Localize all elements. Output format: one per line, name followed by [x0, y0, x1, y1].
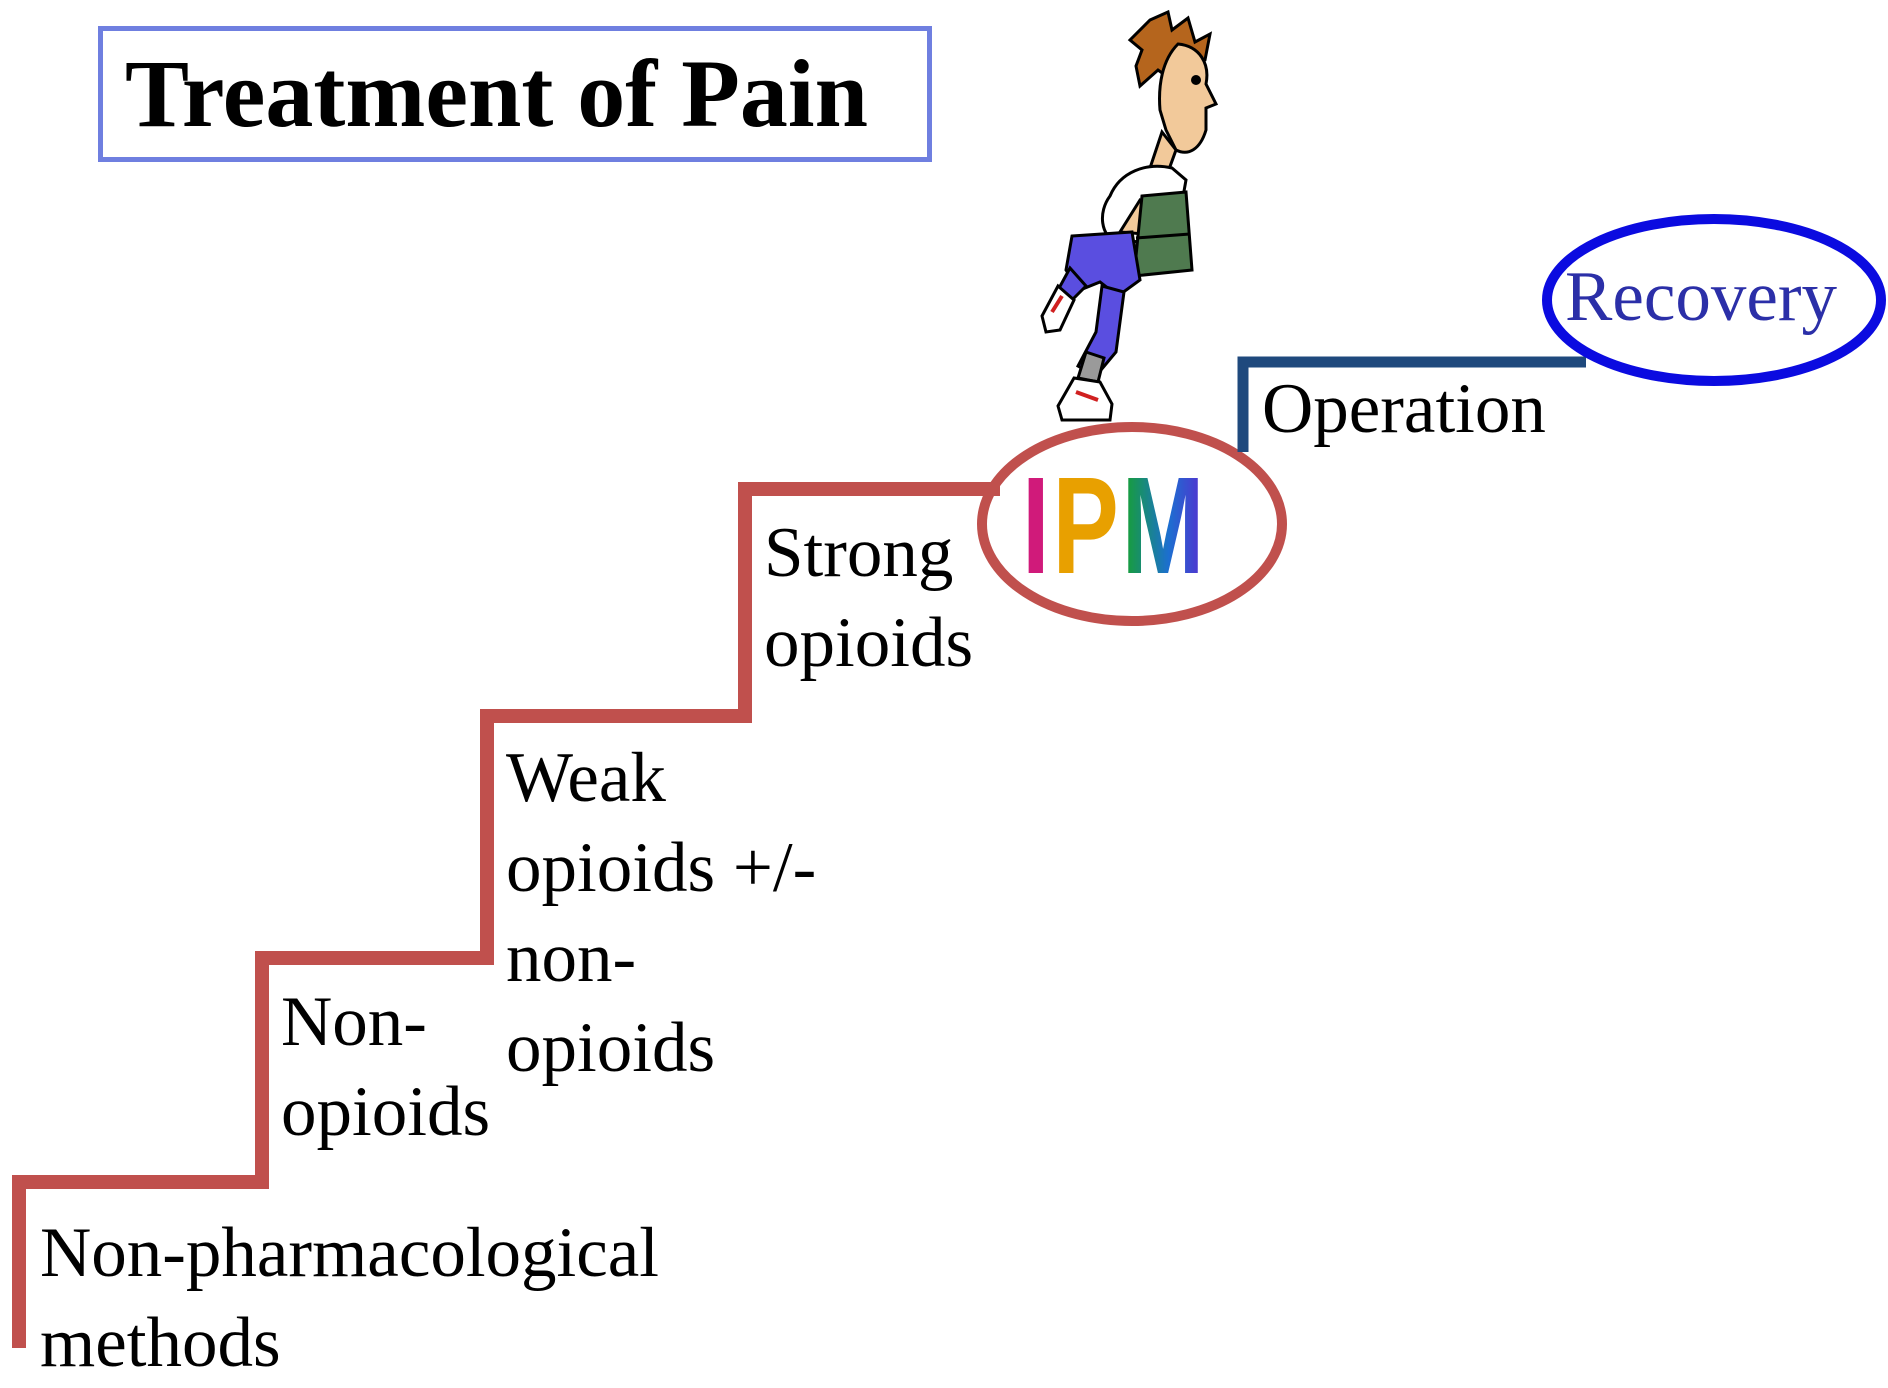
ipm-letter-p: P [1052, 449, 1122, 603]
recovery-label: Recovery [1565, 258, 1838, 336]
ipm-ellipse [977, 422, 1287, 626]
ipm-letter-i: I [1022, 449, 1053, 603]
title-box: Treatment of Pain [98, 26, 932, 162]
step-label-non-opioids: Non- opioids [281, 977, 490, 1157]
ipm-letter-m: M [1121, 449, 1208, 603]
operation-label: Operation [1262, 370, 1546, 448]
step-label-line: Weak [506, 739, 666, 817]
step-label-strong-opioids: Strong opioids [764, 508, 973, 688]
pain-treatment-diagram: Treatment of Pain [12, 9, 1886, 1382]
climbing-man-icon [1040, 9, 1219, 422]
step-label-line: Strong [764, 514, 954, 592]
recovery-ellipse [1542, 214, 1886, 386]
staircase-graphic [12, 9, 1886, 1348]
step-label-line: opioids [281, 1073, 491, 1151]
page-title: Treatment of Pain [125, 40, 868, 147]
step-label-non-pharmacological: Non-pharmacological methods [40, 1208, 659, 1388]
step-label-line: methods [40, 1304, 281, 1382]
operation-step-line [1237, 356, 1586, 452]
staircase-line [12, 482, 1000, 1348]
step-label-line: opioids +/- [506, 829, 817, 907]
ipm-label: IPM [1022, 456, 1207, 596]
step-label-line: Non-pharmacological [40, 1214, 660, 1292]
step-label-line: opioids [506, 1009, 716, 1087]
step-label-line: non- [506, 919, 637, 997]
step-label-weak-opioids: Weak opioids +/- non- opioids [506, 733, 816, 1093]
step-label-line: opioids [764, 604, 974, 682]
step-label-line: Non- [281, 983, 427, 1061]
